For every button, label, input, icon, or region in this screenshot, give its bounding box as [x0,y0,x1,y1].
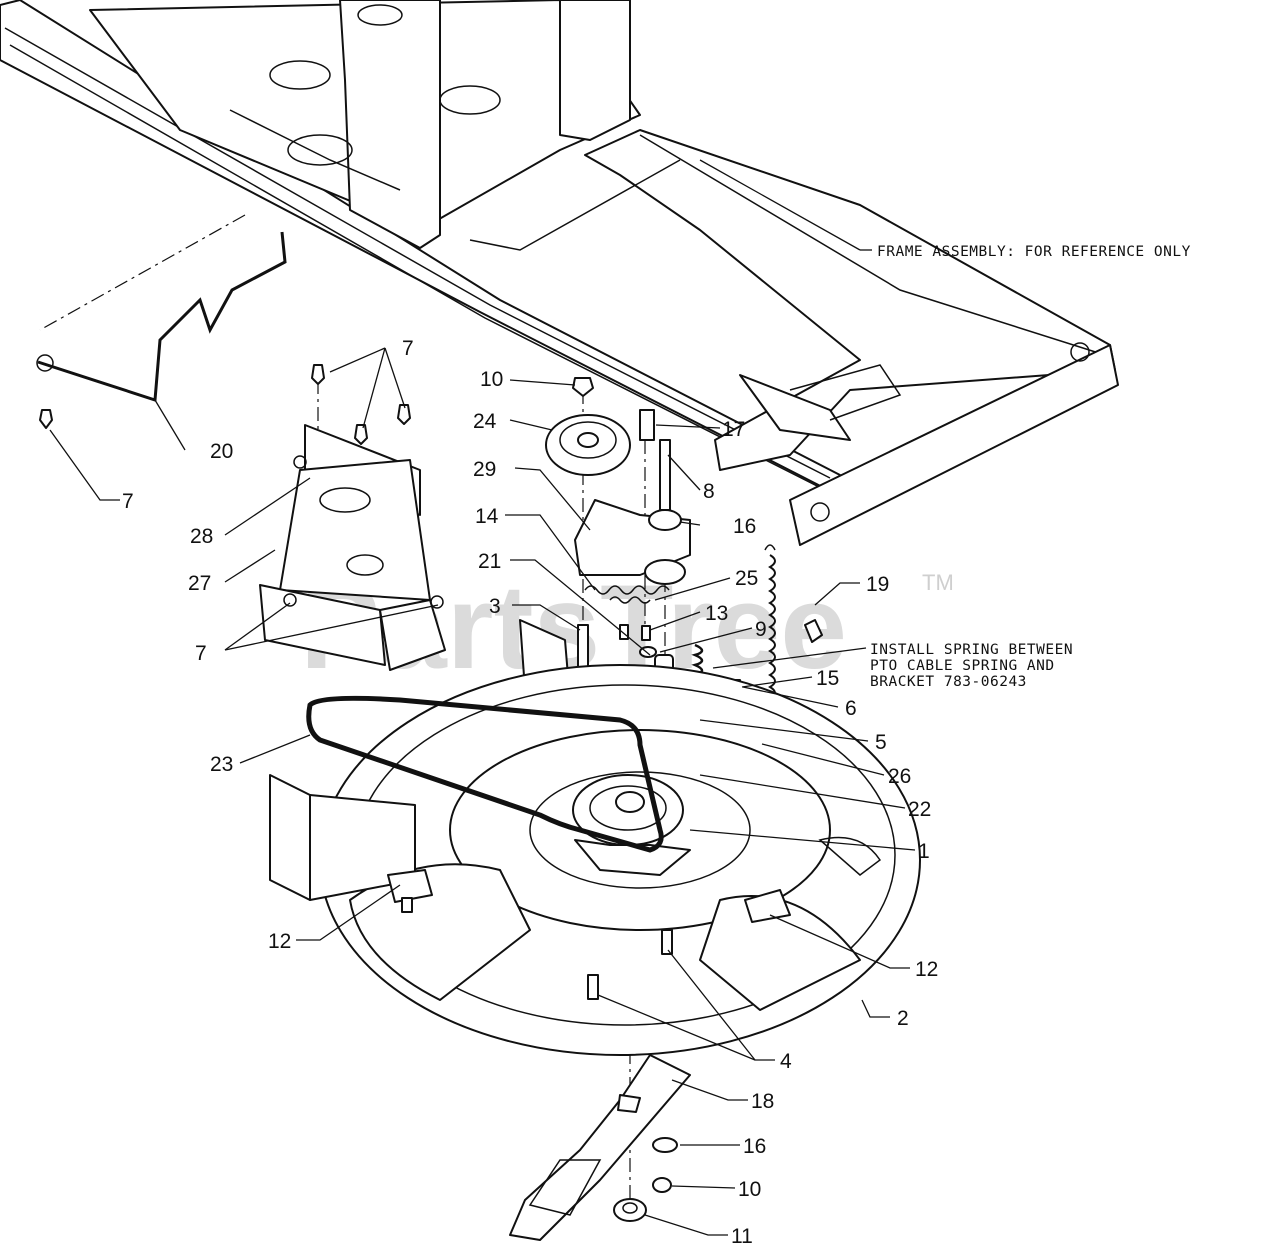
callout-12-right: 12 [915,958,938,981]
drive-belt [306,695,664,853]
callout-24: 24 [473,410,497,433]
callout-2: 2 [897,1007,909,1030]
spring-note-line-3: BRACKET 783-06243 [870,674,1027,690]
callout-7-left: 7 [122,490,134,513]
callout-12-left: 12 [268,930,291,953]
frame-reference-note: FRAME ASSEMBLY: FOR REFERENCE ONLY [877,244,1191,260]
callout-11: 11 [731,1225,753,1248]
callout-25: 25 [735,567,758,590]
callout-19: 19 [866,573,889,596]
callout-8: 8 [703,480,715,503]
deck-hardware [387,869,791,1000]
callout-23: 23 [210,753,233,776]
callout-3: 3 [489,595,501,618]
callout-1: 1 [918,840,930,863]
callout-10-bottom: 10 [738,1178,761,1201]
callout-27: 27 [188,572,211,595]
frame-assembly [0,0,1119,546]
blade-assembly [509,1054,691,1241]
callout-15: 15 [816,667,839,690]
leader-lines [49,347,916,1236]
callout-7-bracket: 7 [195,642,207,665]
callout-16-bottom: 16 [743,1135,766,1158]
callout-20: 20 [210,440,233,463]
callout-29: 29 [473,458,496,481]
watermark-trademark: TM [922,570,954,595]
callout-17: 17 [722,418,745,441]
callout-labels: 7 7 7 20 28 27 10 24 17 8 29 16 14 21 25… [122,337,938,1248]
callout-18: 18 [751,1090,774,1113]
callout-13: 13 [705,602,728,625]
callout-16-top: 16 [733,515,756,538]
callout-10-top: 10 [480,368,503,391]
callout-4: 4 [780,1050,792,1073]
deflector-bracket [259,364,446,671]
callout-9: 9 [755,618,767,641]
callout-22: 22 [908,798,931,821]
callout-5: 5 [875,731,887,754]
callout-21: 21 [478,550,501,573]
callout-6: 6 [845,697,857,720]
spring-note-line-2: PTO CABLE SPRING AND [870,658,1055,674]
callout-7-top: 7 [402,337,414,360]
callout-28: 28 [190,525,213,548]
callout-26: 26 [888,765,911,788]
spring-note-line-1: INSTALL SPRING BETWEEN [870,642,1073,658]
callout-14: 14 [475,505,499,528]
cable-rod [36,231,287,429]
